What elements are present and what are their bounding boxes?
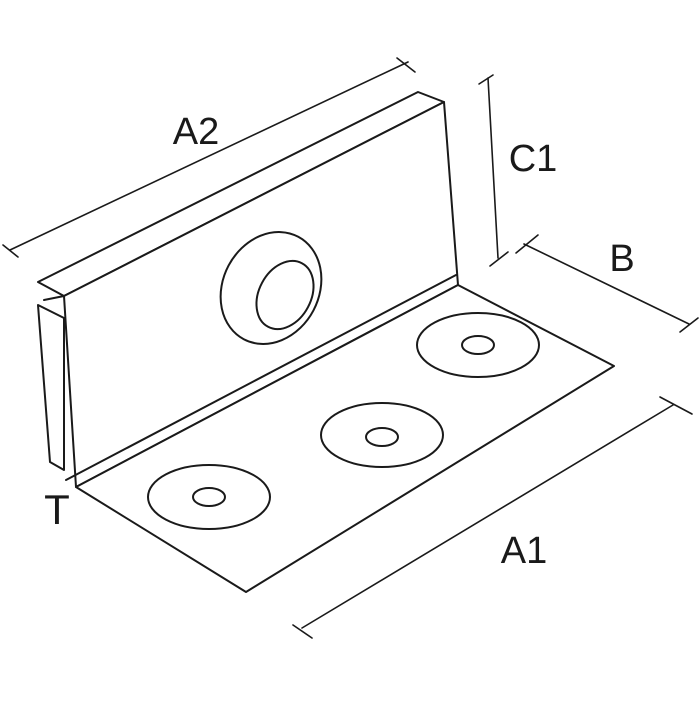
dimension-b: B	[515, 234, 699, 333]
dimension-line	[301, 404, 674, 629]
dimension-c1: C1	[478, 74, 558, 267]
dimension-label-t: T	[44, 486, 70, 533]
base-hole-3	[416, 312, 540, 378]
base-flange-face	[75, 284, 615, 593]
top-edge-inner-line	[43, 295, 65, 301]
base-hole-1	[147, 464, 271, 530]
dimension-line	[487, 77, 499, 259]
extension-tick-right	[679, 317, 699, 333]
dimension-a1: A1	[292, 396, 693, 639]
dimension-label-a1: A1	[501, 530, 547, 572]
countersink-inner	[365, 427, 399, 447]
extension-tick-left	[2, 244, 19, 258]
extension-tick-right	[659, 396, 693, 415]
dimension-label-c1: C1	[509, 138, 558, 180]
extension-tick-top	[478, 74, 494, 85]
extension-tick-bottom	[489, 251, 509, 267]
dimension-t: T	[44, 486, 70, 533]
extension-tick-left	[515, 234, 539, 254]
bracket-body	[37, 91, 615, 593]
countersink-outer	[320, 402, 444, 468]
thickness-edge	[37, 304, 65, 471]
countersink-inner	[192, 487, 226, 507]
countersink-outer	[416, 312, 540, 378]
countersink-outer	[147, 464, 271, 530]
bend-line	[65, 274, 457, 481]
countersink-outer	[219, 231, 323, 345]
countersink-inner	[461, 335, 495, 355]
dimension-label-b: B	[609, 238, 634, 280]
extension-tick-left	[292, 624, 313, 639]
dimension-line	[9, 61, 409, 251]
dimension-label-a2: A2	[173, 111, 219, 153]
vertical-flange-hole	[219, 231, 323, 345]
dimension-a2: A2	[2, 57, 416, 258]
dimension-line	[523, 243, 690, 325]
countersink-inner	[255, 259, 315, 331]
extension-tick-right	[396, 57, 416, 73]
base-hole-2	[320, 402, 444, 468]
